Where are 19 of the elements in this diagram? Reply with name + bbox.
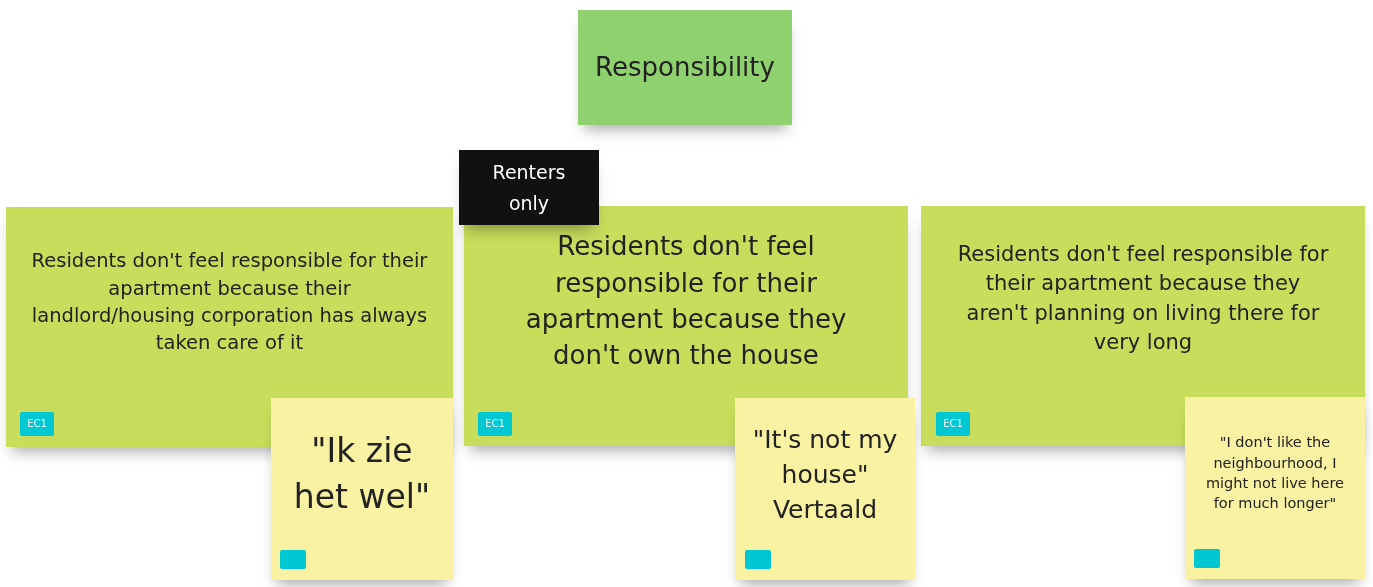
- quote-text: "I don't like the neighbourhood, I might not live here for much longer": [1204, 433, 1345, 514]
- sticky-note: [921, 206, 1365, 446]
- category-tag: [280, 550, 306, 569]
- category-tag: EC1: [936, 412, 970, 436]
- sticky-note: [271, 398, 453, 580]
- label-tag: Renters only: [459, 150, 599, 225]
- sticky-note: [1185, 397, 1365, 579]
- note-text: Residents don't feel responsible for their apartment because they aren't planning on living there for very long: [956, 240, 1330, 356]
- category-tag: EC1: [20, 412, 54, 436]
- quote-text: "Ik zie het wel": [292, 429, 432, 518]
- note-text: Residents don't feel responsible for their apartment because their landlord/housing corporation has always taken care of it: [30, 248, 429, 357]
- quote-text: "It's not my house" Vertaald: [751, 423, 899, 526]
- category-tag: [745, 550, 771, 569]
- category-tag: EC1: [478, 412, 512, 436]
- note-heading: Responsibility: [595, 51, 775, 85]
- category-tag: [1194, 549, 1220, 568]
- note-text: Residents don't feel responsible for their apartment because they don't own the house: [524, 230, 848, 373]
- sticky-note: [735, 398, 915, 580]
- sticky-note: [578, 10, 792, 125]
